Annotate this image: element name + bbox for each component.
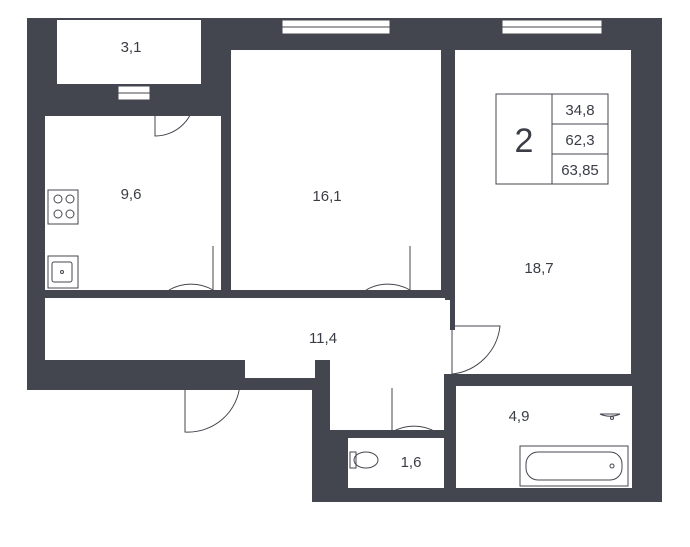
room-count: 2 <box>515 122 534 160</box>
kitchen-floor <box>45 116 221 290</box>
door-kitchen <box>168 246 214 291</box>
bathtub-icon <box>519 445 629 487</box>
toilet-floor <box>348 438 444 488</box>
stove-icon <box>47 189 79 225</box>
hall-area: 11,4 <box>309 330 337 347</box>
corridor-floor <box>330 300 450 430</box>
door-living <box>451 320 501 375</box>
apartment-info: 2 34,8 62,3 63,85 <box>495 93 609 185</box>
door-toilet <box>391 388 437 433</box>
bathroom-area: 4,9 <box>509 408 530 425</box>
toilet-icon <box>349 451 379 469</box>
bedroom-floor <box>231 50 441 290</box>
sink-icon <box>47 255 79 289</box>
bathroom-floor <box>456 386 632 488</box>
balcony-area: 3,1 <box>121 39 142 56</box>
windows <box>117 19 603 101</box>
washbasin-icon <box>599 413 621 420</box>
room-labels: 3,1 9,6 16,1 18,7 11,4 1,6 4,9 <box>121 39 554 471</box>
total-area-with-balcony: 63,85 <box>561 162 599 179</box>
door-bedroom <box>365 246 411 291</box>
door-balcony <box>154 95 196 137</box>
living-area: 34,8 <box>565 102 594 119</box>
bedroom-area: 16,1 <box>312 188 341 205</box>
living-area-label: 18,7 <box>524 260 553 277</box>
kitchen-area: 9,6 <box>121 186 142 203</box>
door-entrance <box>184 380 241 433</box>
toilet-area: 1,6 <box>401 454 422 471</box>
hall-lower-floor <box>245 360 315 380</box>
doors <box>154 95 501 433</box>
balcony-floor <box>57 20 201 84</box>
total-area: 62,3 <box>565 132 594 149</box>
